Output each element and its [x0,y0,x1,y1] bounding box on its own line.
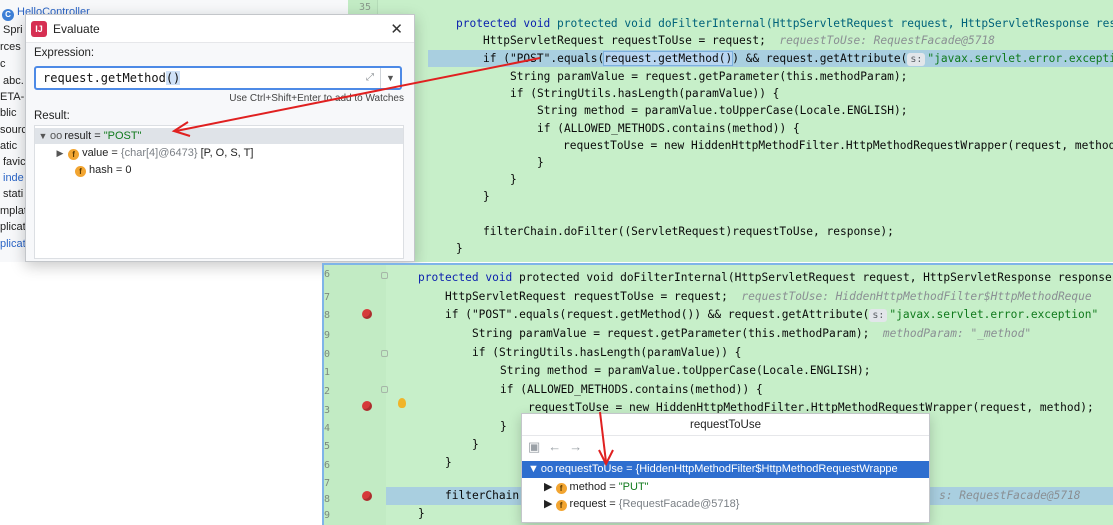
back-arrow-icon[interactable]: ← [548,439,562,454]
tree-item[interactable]: Spri [3,24,23,36]
param-hint: s: [907,53,926,66]
tree-item[interactable]: mplat [0,205,27,217]
chevron-right-icon[interactable]: ▶ [544,498,553,510]
fold-icon[interactable] [381,350,388,357]
field-icon: f [555,483,567,494]
code-line: String method = paramValue.toUpperCase(L… [500,364,871,377]
history-dropdown-button[interactable]: ▼ [380,68,400,88]
field-icon: f [68,149,80,160]
tree-item[interactable]: plicat [0,238,26,250]
code-line: } [510,173,517,186]
selected-expression: request.getMethod() [603,51,734,66]
field-icon: f [75,166,86,177]
pin-icon[interactable]: ▣ [528,439,541,454]
chevron-down-icon[interactable]: ▼ [38,131,48,141]
evaluate-dialog[interactable]: IJ Evaluate ✕ Expression: request.getMet… [25,14,415,262]
inline-value-hint: methodParam: "_method" [882,327,1032,340]
param-hint: s: [869,309,888,322]
code-line: } [500,420,507,433]
chevron-right-icon[interactable]: ▶ [544,481,553,493]
tree-item[interactable]: inde [3,172,24,184]
code-line: if (StringUtils.hasLength(paramValue)) { [510,87,780,100]
tree-item[interactable]: sourc [0,124,27,136]
tree-item[interactable]: abc. [3,75,24,87]
dialog-title: Evaluate [53,21,100,36]
expression-text: request.getMethod [43,71,166,85]
chevron-right-icon[interactable]: ▶ [56,148,64,158]
intellij-app-icon: IJ [31,20,47,37]
code-line: } [483,190,490,203]
watch-glasses-icon: oo [540,463,554,475]
forward-arrow-icon[interactable]: → [569,439,583,454]
expand-editor-icon[interactable]: ⤢ [366,72,374,83]
editor-gutter: 6 7 8 9 0 1 2 3 4 5 6 7 8 9 [324,265,406,525]
code-line: String method = paramValue.toUpperCase(L… [537,104,908,117]
code-line: } [418,507,425,520]
code-line: if ("POST".equals(request.getMethod()) &… [445,308,1099,322]
inline-value-hint: requestToUse: HiddenHttpMethodFilter$Htt… [741,290,1092,303]
popup-title: requestToUse [522,414,929,436]
code-line: } [445,456,452,469]
expression-input[interactable]: request.getMethod() ⤢ ▼ [34,66,402,90]
code-editor-top[interactable]: 35 protected void protected void doFilte… [348,0,1113,262]
code-line: } [537,156,544,169]
field-icon: f [555,500,567,511]
chevron-down-icon[interactable]: ▼ [528,463,539,475]
breakpoint-icon[interactable] [362,309,372,319]
tree-item[interactable]: blic [0,107,17,119]
result-label: Result: [34,110,70,122]
code-line: if ("POST".equals(request.getMethod()) &… [483,51,1113,66]
tree-item[interactable]: rces [0,41,21,53]
class-icon: C [2,9,14,21]
fold-icon[interactable] [381,386,388,393]
code-line: requestToUse = new HiddenHttpMethodFilte… [563,139,1113,152]
breakpoint-icon[interactable] [362,401,372,411]
inline-value-hint: requestToUse: RequestFacade@5718 [779,34,995,47]
code-line: protected void protected void doFilterIn… [456,17,1113,30]
watches-hint: Use Ctrl+Shift+Enter to add to Watches [229,93,404,104]
breakpoint-icon[interactable] [362,491,372,501]
code-line: protected void protected void doFilterIn… [418,271,1113,284]
code-line: } [472,438,479,451]
dialog-titlebar[interactable]: IJ Evaluate [26,15,414,43]
code-line: HttpServletRequest requestToUse = reques… [483,34,995,47]
fold-icon[interactable] [381,272,388,279]
tree-item[interactable]: ETA-I [0,91,28,103]
code-line: String paramValue = request.getParameter… [510,70,908,83]
inline-value-hint: s: RequestFacade@5718 [939,489,1081,502]
tree-item[interactable]: stati [3,188,24,200]
code-line: if (ALLOWED_METHODS.contains(method)) { [500,383,763,396]
expression-label: Expression: [34,47,95,59]
code-line: String paramValue = request.getParameter… [472,327,1032,340]
watch-glasses-icon: oo [50,130,63,142]
code-line: if (StringUtils.hasLength(paramValue)) { [472,346,742,359]
code-line: } [456,242,463,255]
tree-item[interactable]: atic [0,140,18,152]
close-icon[interactable]: ✕ [390,21,403,38]
code-line: HttpServletRequest requestToUse = reques… [445,290,1092,303]
current-line-highlight [428,50,1113,67]
code-line: filterChain.doFilter((ServletRequest)req… [483,225,894,238]
lightbulb-icon[interactable] [398,398,406,408]
tree-item[interactable]: favic [3,156,26,168]
code-line: requestToUse = new HiddenHttpMethodFilte… [528,401,1094,414]
tree-item[interactable]: plicat [0,221,26,233]
code-line: if (ALLOWED_METHODS.contains(method)) { [537,122,800,135]
line-number: 35 [358,2,371,13]
tree-item[interactable]: c [0,58,6,70]
code-editor-bottom[interactable]: 6 7 8 9 0 1 2 3 4 5 6 7 8 9 protected vo… [322,263,1113,525]
